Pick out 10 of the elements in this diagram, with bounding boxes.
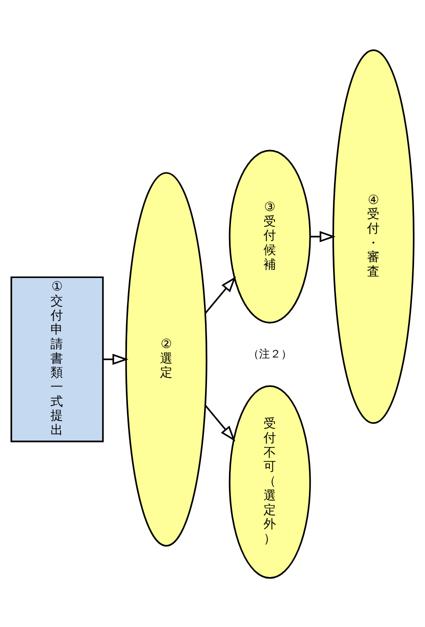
label: （注２） [248,347,292,360]
arrow [204,404,236,441]
node-ellipse: ③受付候補 [228,149,311,323]
node-ellipse: ②選定 [125,172,208,546]
arrow [103,353,128,364]
node-ellipse: 受付不可（選定外） [228,384,311,578]
node-ellipse: ④受付・審査 [332,48,414,424]
arrow [204,276,236,314]
node-box: ①交付申請書類一式提出 [10,276,104,442]
arrow [310,230,336,242]
